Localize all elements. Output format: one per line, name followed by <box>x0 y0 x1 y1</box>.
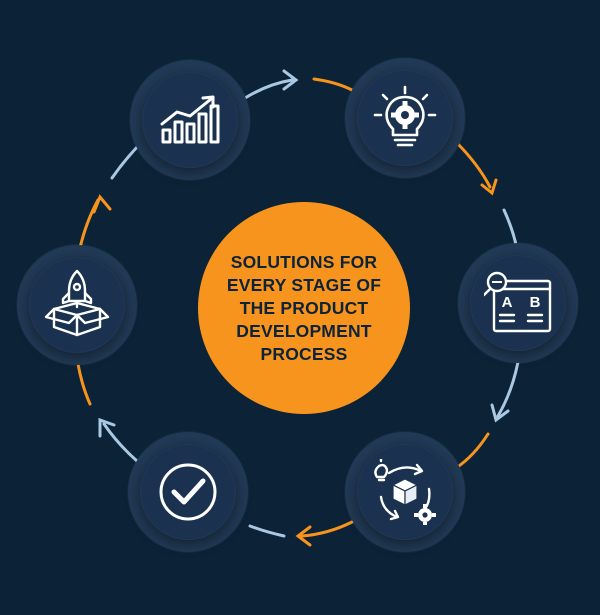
stage-node-production <box>345 432 465 552</box>
arc-top-orange <box>312 77 354 92</box>
arrow-upper-right <box>454 140 492 189</box>
stage-node-growth <box>130 60 250 180</box>
lightbulb-gear-icon <box>373 85 437 147</box>
product-cycle-icon <box>374 459 436 525</box>
arrow-bottom <box>300 520 354 538</box>
stage-node-launch <box>17 245 137 365</box>
arc-bottom-blue <box>248 524 286 538</box>
stage-node-ideation <box>345 58 465 178</box>
rocket-box-icon <box>44 269 110 337</box>
ab-letter-b: B <box>530 294 541 311</box>
arc-lower-right-orange <box>454 432 490 470</box>
stage-node-ab-testing: A B <box>458 243 578 363</box>
arrow-top <box>243 78 294 100</box>
ab-test-search-icon: A B <box>484 271 552 333</box>
arc-lower-left-orange <box>76 362 92 406</box>
center-title: SOLUTIONS FOR EVERY STAGE OF THE PRODUCT… <box>226 251 382 364</box>
stage-node-validation <box>128 432 248 552</box>
arrow-lower-right <box>496 360 520 418</box>
ab-letter-a: A <box>502 294 513 311</box>
growth-chart-icon <box>160 95 220 144</box>
center-circle: SOLUTIONS FOR EVERY STAGE OF THE PRODUCT… <box>198 202 410 414</box>
checkmark-icon <box>159 463 217 521</box>
